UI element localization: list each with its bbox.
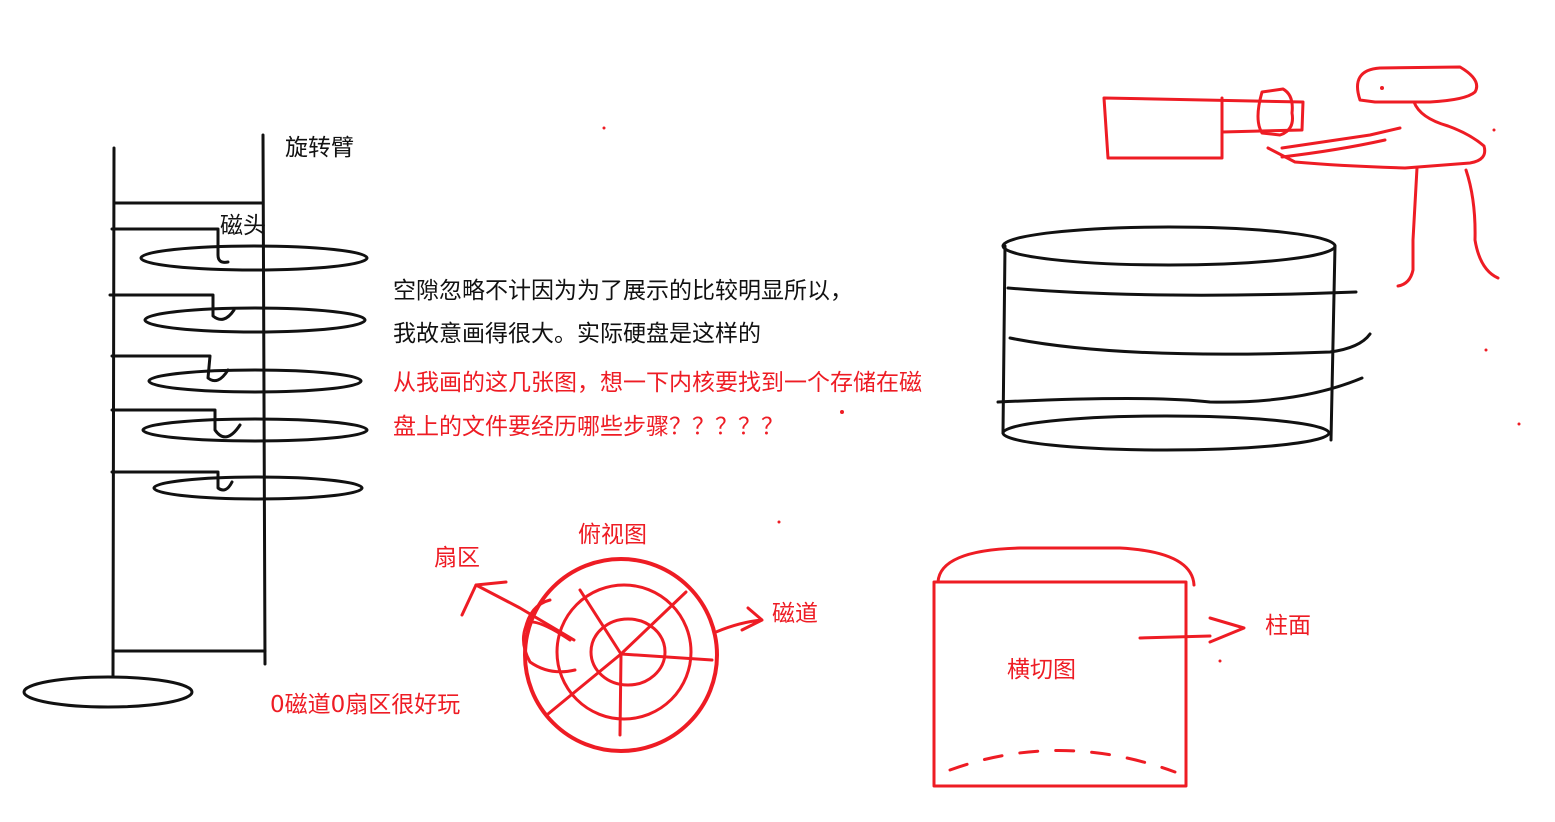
head-arm-3 (110, 354, 230, 383)
figure-leg-right (1464, 168, 1500, 280)
platter-4 (141, 417, 369, 443)
note-line-2: 我故意画得很大。实际硬盘是这样的 (393, 321, 761, 347)
question-line-2: 盘上的文件要经历哪些步骤？？？？？ (393, 414, 784, 440)
figure-body (1266, 100, 1487, 170)
head-arm-4 (110, 408, 242, 439)
top-view-diagram (460, 557, 764, 753)
cylinder-top (1001, 225, 1337, 267)
cross-section-label: 横切图 (1007, 657, 1076, 683)
platter-5 (152, 475, 364, 501)
cylinder-bottom (1001, 414, 1331, 452)
figure-leg-left (1396, 166, 1419, 288)
middle-track (555, 583, 693, 721)
sector-label: 扇区 (434, 545, 480, 571)
disk-stack-side-view (22, 133, 369, 709)
red-figure-sketch (1102, 65, 1500, 288)
hard-disk-cylinder (996, 225, 1372, 452)
cross-section-diagram (932, 546, 1246, 788)
cylinder-line-2 (1008, 332, 1372, 356)
head-arm-1 (110, 227, 230, 264)
figure-arm (1280, 126, 1402, 150)
figure-head (1356, 65, 1479, 104)
cylinder-right-wall (1329, 244, 1337, 442)
platter-3 (147, 368, 363, 394)
cross-section-top-arc (936, 546, 1196, 587)
head-arm-2 (108, 293, 236, 321)
base-platter (22, 675, 194, 709)
stray-dots (602, 126, 1521, 663)
cylinder-label: 柱面 (1265, 613, 1311, 639)
figure-arm-2 (1280, 138, 1387, 159)
cylinder-line-3 (996, 376, 1364, 404)
cylinder-line-1 (1006, 286, 1358, 297)
spindle-shaft (111, 146, 116, 678)
rotating-arm-label: 旋转臂 (285, 135, 354, 161)
zero-track-sector-label: 0磁道0扇区很好玩 (270, 692, 461, 718)
cross-section-dashed-arc (948, 749, 1177, 774)
figure-hands (1256, 87, 1294, 137)
track-label: 磁道 (772, 601, 818, 627)
top-view-label: 俯视图 (578, 522, 647, 548)
sector-highlight (522, 620, 577, 674)
note-line-1: 空隙忽略不计因为为了展示的比较明显所以， (393, 278, 853, 304)
rotating-arm-rail (261, 133, 267, 666)
sector-arrow (474, 580, 576, 642)
magnetic-head-label: 磁头 (220, 213, 266, 239)
cylinder-arrow (1138, 616, 1246, 644)
cross-section-box (932, 580, 1188, 788)
platter-1 (139, 244, 369, 272)
platter-2 (143, 306, 367, 334)
inner-track (589, 617, 667, 687)
outer-track (523, 557, 719, 753)
track-arrow (714, 606, 764, 634)
cylinder-left-wall (1001, 244, 1007, 435)
head-arm-5 (110, 470, 234, 492)
question-line-1: 从我画的这几张图，想一下内核要找到一个存储在磁 (393, 370, 922, 396)
